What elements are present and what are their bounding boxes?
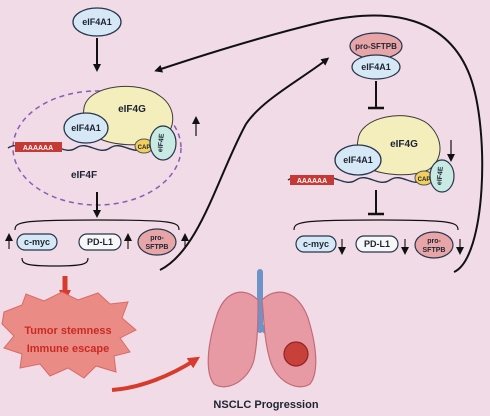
nsclc-progression-label: NSCLC Progression [213, 399, 318, 411]
eif4a1-top-node: eIF4A1 [72, 7, 122, 37]
eif4a1-label-right-top: eIF4A1 [361, 62, 391, 72]
brace-right-top [293, 219, 459, 231]
eif4f-complex-right: eIF4G AAAAAA eIF4A1 CAP eIF4E [287, 115, 455, 193]
cap-label-right: CAP [418, 177, 431, 183]
eif4a1-label-right: eIF4A1 [343, 155, 373, 165]
red-arrow-to-lung [111, 356, 201, 392]
brace-left-top [14, 219, 180, 231]
lung-left [207, 291, 259, 388]
target-cmyc-right: c-myc [303, 239, 329, 249]
polya-tail-right [290, 175, 334, 185]
eif4a1-top-label: eIF4A1 [82, 17, 112, 27]
inhibition-bar-2 [368, 190, 384, 216]
polya-tail-left [15, 142, 62, 152]
lung-right [261, 291, 317, 388]
target-pdl1-right: PD-L1 [364, 239, 390, 249]
prosftpb-eif4a1-complex: pro-SFTPB eIF4A1 [349, 32, 403, 80]
polya-label-left: AAAAAA [23, 145, 53, 152]
eif4f-label: eIF4F [71, 170, 97, 181]
curve-arrow-to-prosftpb [159, 57, 330, 271]
target-pdl1-left: PD-L1 [87, 237, 113, 247]
brace-left-bottom [21, 257, 89, 267]
eif4g-label-left: eIF4G [118, 104, 146, 115]
target-prosftpb-left-1: pro- [150, 235, 164, 242]
outcome-immune-escape: Immune escape [27, 343, 110, 355]
eif4a1-label-left: eIF4A1 [71, 123, 101, 133]
cap-label-left: CAP [138, 145, 151, 151]
eif4e-label-left: eIF4E [157, 133, 166, 153]
target-prosftpb-right-1: pro- [427, 238, 441, 245]
tumor-icon [283, 341, 309, 367]
inhibition-bar-1 [368, 81, 384, 110]
outcome-tumor-stemness: Tumor stemness [24, 325, 111, 337]
eif4g-label-right: eIF4G [390, 139, 418, 150]
polya-label-right: AAAAAA [297, 178, 327, 185]
eif4f-complex-left: eIF4G AAAAAA eIF4A1 CAP eIF4E eIF4F [7, 85, 182, 206]
lung-illustration [207, 269, 317, 388]
prosftpb-label-right: pro-SFTPB [355, 42, 397, 51]
outcome-starburst: Tumor stemness Immune escape [1, 291, 137, 379]
curve-arrow-back-to-eif4f [154, 14, 484, 273]
target-prosftpb-left-2: SFTPB [146, 244, 169, 251]
target-prosftpb-right-2: SFTPB [423, 247, 446, 254]
target-cmyc-left: c-myc [24, 237, 50, 247]
targets-left: c-myc PD-L1 pro- SFTPB [5, 228, 189, 256]
targets-right: c-myc PD-L1 pro- SFTPB [295, 231, 464, 259]
eif4e-label-right: eIF4E [436, 166, 445, 186]
